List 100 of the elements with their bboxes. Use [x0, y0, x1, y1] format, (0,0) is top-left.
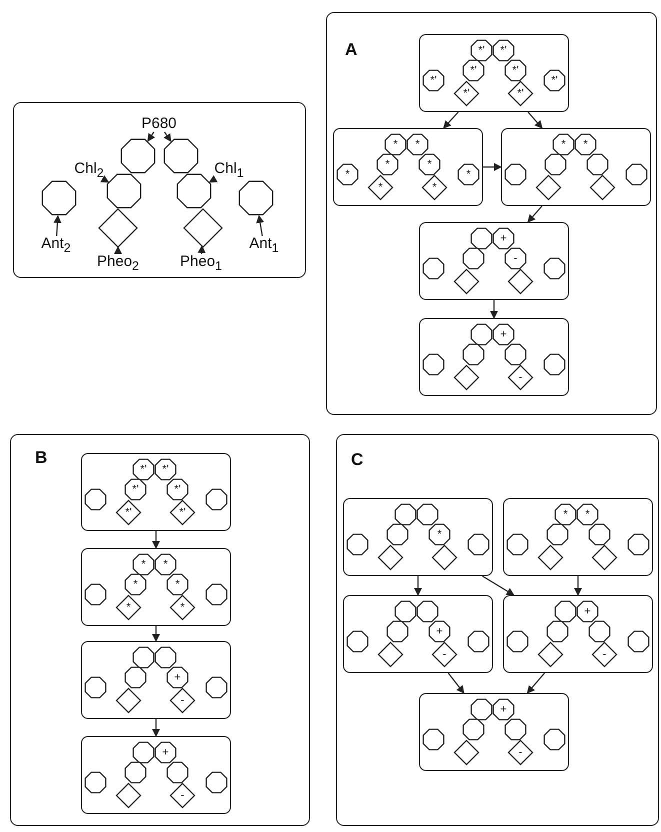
leader-arrow [53, 215, 62, 236]
state-symbol: * [563, 509, 568, 520]
state-symbol: * [175, 579, 180, 590]
state-symbol: * [126, 602, 131, 613]
state-symbol: - [518, 747, 522, 758]
state-box [419, 318, 569, 396]
pigment-label: P680 [141, 116, 177, 132]
state-box [81, 453, 231, 531]
arrow [152, 626, 160, 642]
state-symbol: *' [517, 88, 524, 99]
state-box [503, 498, 653, 576]
state-symbol: * [437, 529, 442, 540]
arrow [527, 206, 542, 223]
leader-arrow [114, 246, 122, 254]
state-symbol: - [180, 695, 184, 706]
state-box [343, 498, 493, 576]
leader-arrow [164, 132, 172, 142]
state-symbol: *' [470, 65, 477, 76]
arrow [483, 163, 502, 171]
arrow [482, 575, 515, 596]
arrow [448, 672, 464, 694]
state-symbol: * [466, 169, 471, 180]
state-symbol: - [442, 649, 446, 660]
panel-frame [10, 434, 310, 826]
state-symbol: + [500, 329, 507, 340]
state-box [419, 693, 569, 771]
leader-arrow [208, 175, 218, 183]
state-symbol: * [385, 159, 390, 170]
pigment-label: Chl$_{1}$ [214, 161, 244, 181]
panel-letter: A [345, 41, 358, 59]
state-symbol: *' [125, 507, 132, 518]
arrow [152, 719, 160, 737]
state-symbol: *' [500, 45, 507, 56]
diamond-symbol [98, 208, 138, 248]
pigment-label: Pheo$_{1}$ [180, 254, 222, 274]
panel-frame [326, 12, 657, 415]
pigment-label: Ant$_{1}$ [249, 236, 279, 256]
state-symbol: * [583, 139, 588, 150]
state-symbol: * [585, 509, 590, 520]
state-symbol: * [133, 579, 138, 590]
diamond-symbol [183, 208, 223, 248]
state-symbol: * [163, 559, 168, 570]
state-box [503, 595, 653, 673]
state-box [81, 736, 231, 814]
state-symbol: *' [174, 484, 181, 495]
panel-letter: B [35, 449, 48, 467]
arrow [152, 531, 160, 549]
panel-frame [13, 102, 306, 278]
state-box [419, 34, 569, 112]
octagon-symbol [237, 179, 275, 217]
state-symbol: *' [512, 65, 519, 76]
state-symbol: - [602, 649, 606, 660]
state-symbol: + [500, 704, 507, 715]
octagon-symbol [105, 172, 143, 210]
state-symbol: + [436, 626, 443, 637]
state-symbol: * [378, 182, 383, 193]
state-box [343, 595, 493, 673]
state-symbol: + [174, 672, 181, 683]
state-box [81, 548, 231, 626]
state-symbol: * [427, 159, 432, 170]
state-symbol: *' [140, 464, 147, 475]
state-symbol: * [180, 602, 185, 613]
state-symbol: * [415, 139, 420, 150]
state-symbol: * [141, 559, 146, 570]
state-box [81, 641, 231, 719]
pigment-label: Chl$_{2}$ [74, 161, 104, 181]
state-box [419, 222, 569, 300]
state-symbol: + [500, 233, 507, 244]
panel-frame [336, 434, 659, 826]
state-symbol: - [518, 372, 522, 383]
pigment-label: Pheo$_{2}$ [97, 254, 139, 274]
state-symbol: *' [551, 75, 558, 86]
leader-arrow [256, 214, 264, 236]
panel-letter: C [351, 451, 364, 469]
state-symbol: * [432, 182, 437, 193]
arrow [414, 576, 422, 596]
leader-arrow [100, 175, 110, 183]
state-symbol: * [345, 169, 350, 180]
state-symbol: *' [463, 88, 470, 99]
octagon-symbol [40, 179, 78, 217]
state-symbol: - [514, 253, 518, 264]
state-symbol: *' [162, 464, 169, 475]
arrow [574, 576, 582, 596]
arrow [443, 112, 459, 129]
state-symbol: *' [179, 507, 186, 518]
octagon-symbol [175, 172, 213, 210]
state-symbol: + [162, 747, 169, 758]
octagon-symbol [162, 137, 200, 175]
pigment-label: Ant$_{2}$ [41, 236, 71, 256]
state-symbol: *' [478, 45, 485, 56]
state-symbol: + [584, 606, 591, 617]
state-symbol: * [393, 139, 398, 150]
arrow [490, 300, 498, 319]
arrow [526, 672, 546, 694]
arrow [528, 112, 543, 129]
octagon-symbol [119, 137, 157, 175]
state-box [333, 128, 483, 206]
state-symbol: * [561, 139, 566, 150]
state-symbol: - [180, 790, 184, 801]
state-box [501, 128, 651, 206]
